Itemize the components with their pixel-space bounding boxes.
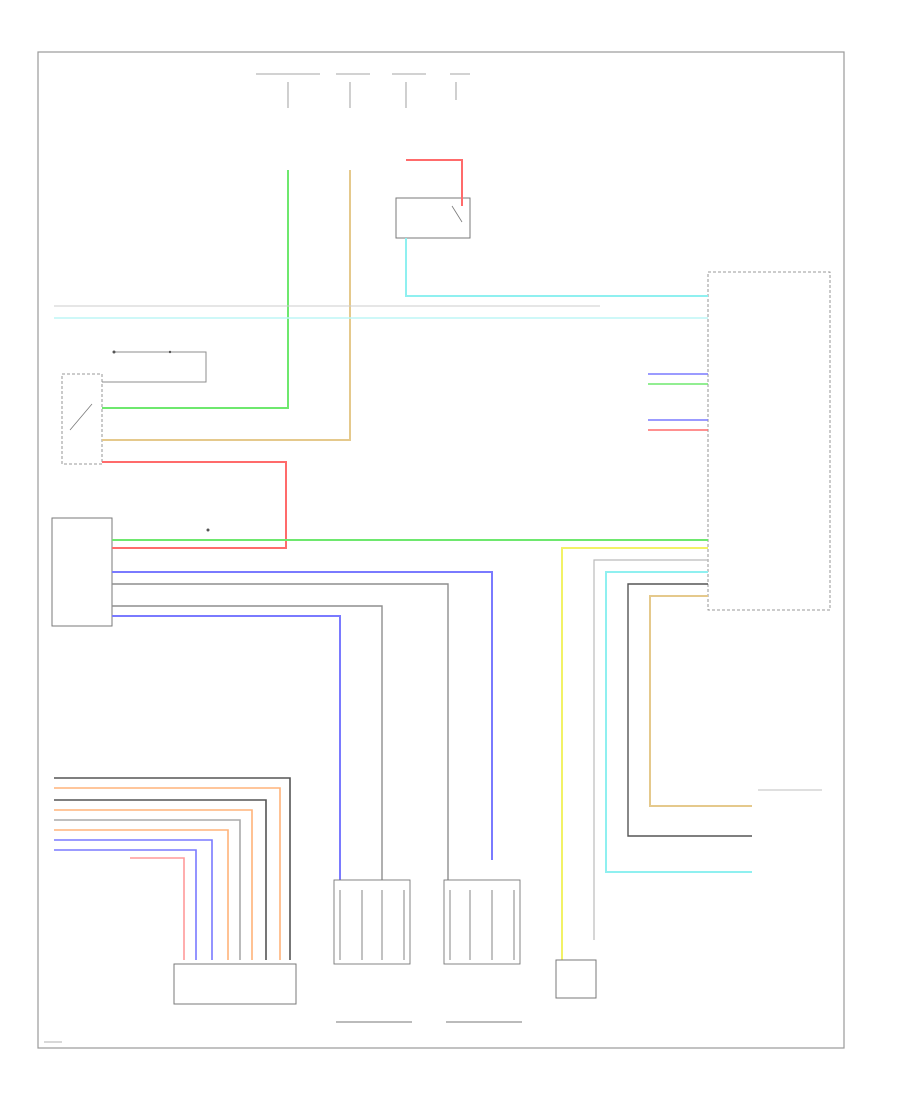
wire-yellow-1 xyxy=(561,547,708,960)
switch-contact xyxy=(69,403,93,431)
sensor-box xyxy=(555,959,597,999)
wire-blue-2 xyxy=(112,615,341,880)
compressor-box xyxy=(173,963,297,1005)
wire-blue-1 xyxy=(112,571,493,860)
relay-contact xyxy=(451,205,463,223)
wire-gray-3 xyxy=(593,559,708,940)
wire-bundle xyxy=(54,777,291,960)
wire-switch-top xyxy=(102,351,207,383)
control-unit-box xyxy=(707,271,831,611)
diagram-border xyxy=(37,51,845,1049)
wire-cyan-1 xyxy=(405,238,708,297)
coil-pack-b xyxy=(443,879,522,1023)
relay-box xyxy=(395,197,471,239)
connector-dots xyxy=(112,350,210,532)
wire-gray-2 xyxy=(112,605,383,880)
ecm-box xyxy=(51,517,113,627)
wire-dark-1 xyxy=(627,583,752,837)
wire-cyan-3 xyxy=(605,571,752,873)
wire-tan-1 xyxy=(102,170,351,441)
ignition-switch-box xyxy=(61,373,103,465)
fuse-stubs xyxy=(287,82,457,108)
wire-red-1 xyxy=(102,461,287,549)
wire-tan-2 xyxy=(649,595,752,807)
unit-inputs xyxy=(648,373,708,431)
wire-red-relay xyxy=(406,159,463,206)
wire-green-1 xyxy=(102,170,289,409)
coil-pack-a xyxy=(333,879,412,1023)
wire-gray-1 xyxy=(112,583,449,880)
